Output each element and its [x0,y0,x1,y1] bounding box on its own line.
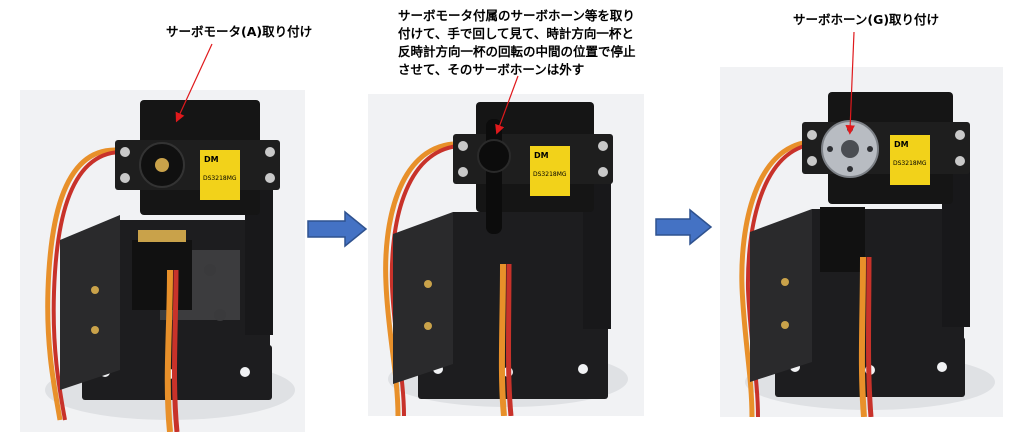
servo-model-label: DS3218MG [203,175,237,182]
servo-brand-label: DM [204,155,219,164]
caption-step-1: サーボモータ(A)取り付け [166,24,313,39]
servo-brand-label: DM [534,151,549,160]
step-arrow-2 [655,208,713,246]
photo-servo-a-mounted: DM DS3218MG [20,90,305,432]
photo-servo-horn-g-mounted: DM DS3218MG [720,67,1003,417]
caption-step-2: サーボモータ付属のサーボホーン等を取り 付けて、手で回して見て、時計方向一杯と … [398,8,636,77]
step-arrow-1 [307,210,368,248]
servo-model-label: DS3218MG [533,171,567,178]
photo-servo-horn-centering: DM DS3218MG [368,94,644,416]
servo-model-label: DS3218MG [893,160,927,167]
caption-step-3: サーボホーン(G)取り付け [793,12,940,27]
servo-brand-label: DM [894,140,909,149]
